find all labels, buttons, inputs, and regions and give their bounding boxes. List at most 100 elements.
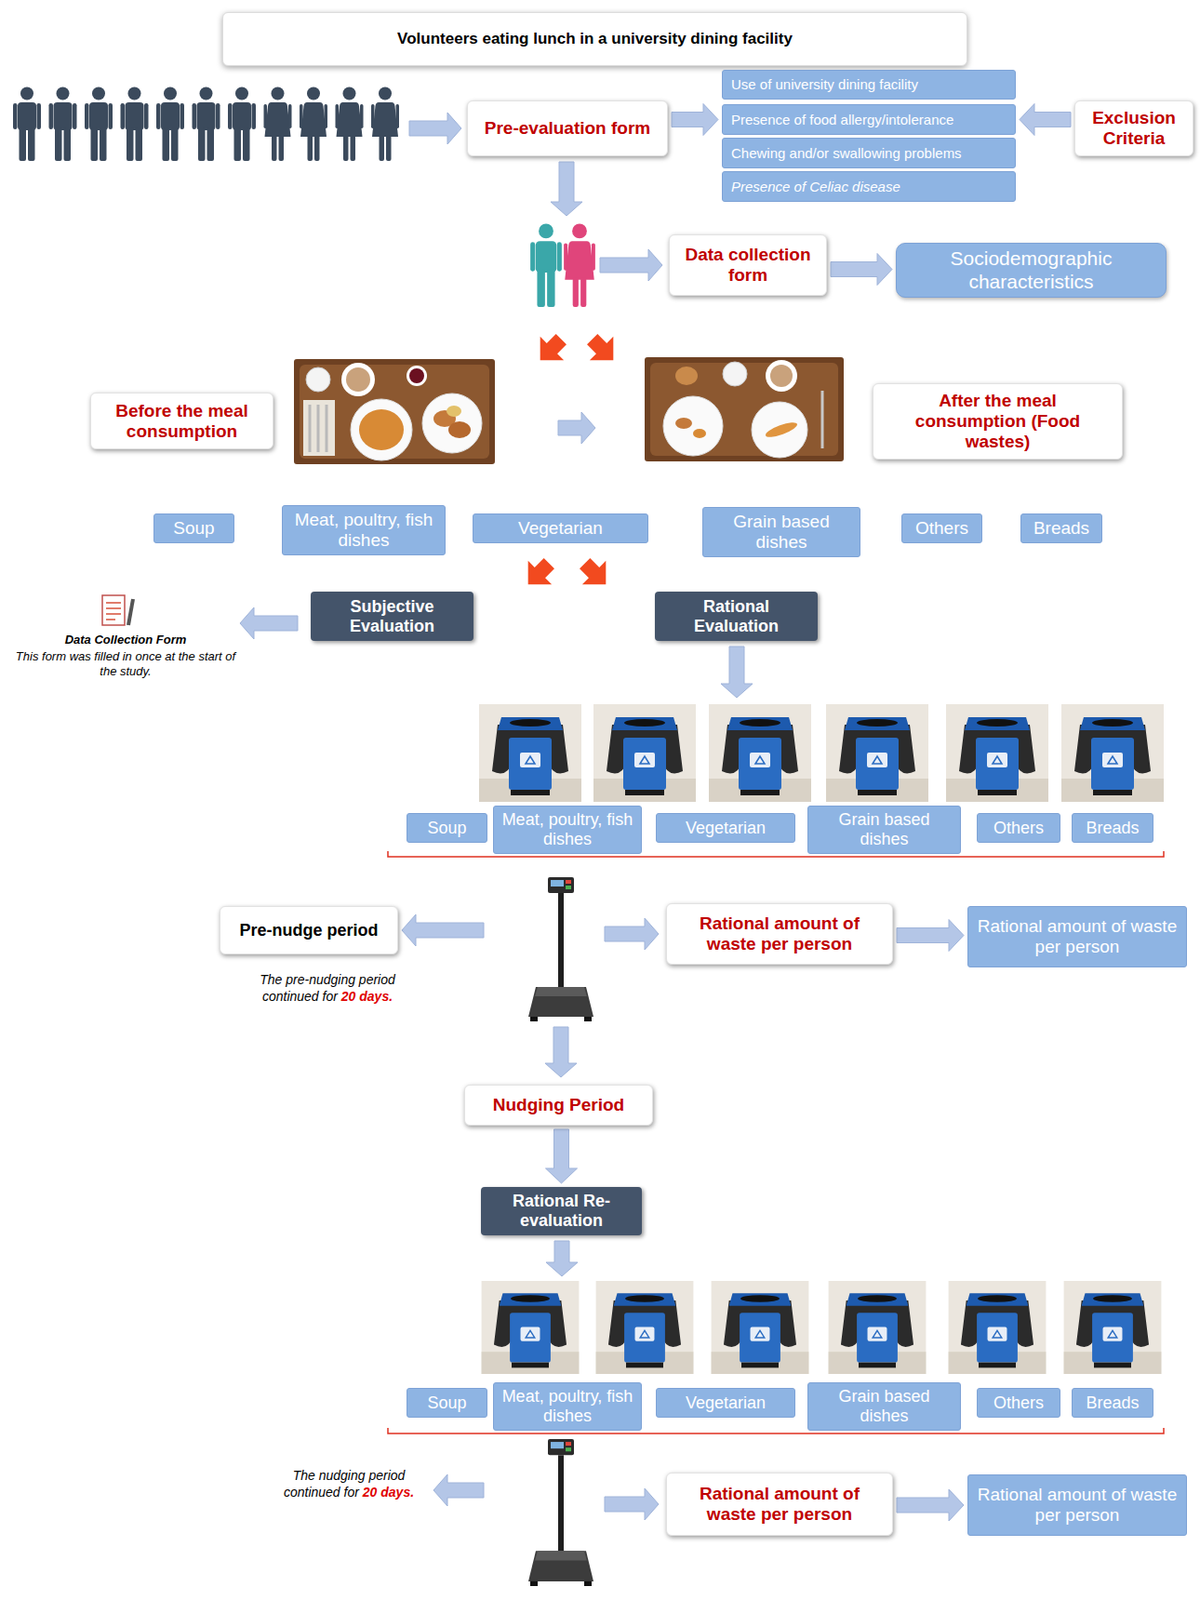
category-box: Meat, poultry, fish dishes [281,505,446,556]
block-arrow [545,1026,577,1078]
node-text: Soup [173,518,214,539]
red-arrow [516,327,626,597]
block-arrow [720,646,753,698]
block-arrow [401,914,484,947]
node-text: Vegetarian [685,818,766,839]
node-text: Grain based dishes [710,511,853,553]
node-text: Pre-nudge period [239,920,378,941]
category-box: Rational amount of waste per person [967,1474,1187,1536]
people-icons [13,87,41,162]
waste-bin [708,704,812,802]
people-icons [49,87,78,162]
note-text: The nudging period continued for20 days. [266,1467,432,1501]
tray-photo-after [675,366,698,386]
category-box: Rational amount of waste per person [967,906,1187,968]
form-box: Exclusion Criteria [1074,100,1194,157]
category-box: Others [976,1387,1061,1418]
node-text: Presence of food allergy/intolerance [731,111,954,128]
node-text: Others [915,518,969,539]
tray-photo-before [346,367,371,392]
waste-bin [596,1280,694,1374]
node-text: Breads [1033,518,1090,539]
document-icon [106,613,121,615]
people-icons [13,87,400,162]
node-text: Vegetarian [685,1393,766,1414]
tray-photo-after [650,362,839,456]
category-box: Vegetarian [472,513,649,544]
tray-photo-before [341,362,375,397]
category-box: Breads [1071,813,1154,843]
node-text: Chewing and/or swallowing problems [731,145,962,161]
criteria-box: Use of university dining facility [721,69,1016,100]
weighing-scale [528,1439,594,1587]
highlight-text: 20 days. [362,1484,414,1502]
waste-bin [481,1280,580,1374]
tray-photo-after [693,428,707,439]
criteria-box: Presence of Celiac disease [721,171,1016,202]
evaluation-box: Subjective Evaluation [310,591,474,641]
people-icons [84,87,113,162]
tray-photo-before [350,399,413,461]
tray-photo-before [446,405,462,417]
document-icon [102,595,125,626]
tray-photo-before [293,359,495,465]
form-box: Before the meal consumption [90,392,274,450]
category-box: Breads [1071,1387,1154,1418]
waste-bin [479,704,582,802]
block-arrow [558,412,596,444]
tray-photo-after [675,417,693,429]
tray-photo-after [751,401,808,458]
node-text: Rational amount of waste per person [975,1484,1179,1526]
red-arrow [580,327,626,373]
criteria-box: Presence of food allergy/intolerance [721,104,1016,135]
waste-bin [479,704,1164,1374]
title-text: Volunteers eating lunch in a university … [397,29,793,49]
node-text: Exclusion Criteria [1082,107,1186,149]
tray-photo-before [406,365,427,387]
people-icons [227,87,256,162]
node-text: Others [993,1393,1044,1414]
category-box: Grain based dishes [702,506,861,558]
tray-photo-before [306,367,331,392]
waste-bin [826,704,929,802]
red-arrow [516,551,561,597]
node-text: Meat, poultry, fish dishes [501,1386,634,1426]
form-box: Rational amount of waste per person [666,903,894,965]
people-icons [120,87,149,162]
people-icons [299,87,328,162]
block-arrow [409,112,462,145]
category-box: Breads [1020,513,1103,544]
tray-photo-before [293,359,495,465]
info-box: Sociodemographic characteristics [895,242,1167,298]
tray-photo-before [359,409,404,451]
tray-photo-before [303,400,335,456]
note-text: This form was filled in once at the star… [15,649,236,679]
connector-arrow [896,1489,964,1521]
block-arrow [546,1240,578,1277]
red-arrow [580,327,626,373]
tray-photo-before [325,404,329,453]
tray-photo-after [722,361,747,387]
node-text: Rational amount of waste per person [674,913,885,955]
node-text: Sociodemographic characteristics [904,247,1159,293]
people-icons [371,87,400,162]
category-box: Soup [153,513,235,544]
title-box: Volunteers eating lunch in a university … [222,12,968,67]
category-box: Meat, poultry, fish dishes [493,805,642,854]
block-arrow [550,161,583,216]
block-arrow [604,1488,659,1520]
node-text: Pre-evaluation form [484,118,651,139]
block-arrow [600,249,663,281]
category-box: Others [976,813,1061,843]
tray-photo-after [770,364,793,387]
red-arrow [573,551,618,597]
category-box: Meat, poultry, fish dishes [493,1382,642,1431]
node-text: Breads [1085,818,1139,839]
highlight-text: 20 days. [341,988,393,1006]
criteria-box: Chewing and/or swallowing problems [721,137,1016,169]
node-text: Breads [1085,1393,1139,1414]
node-text: Meat, poultry, fish dishes [290,509,438,551]
node-text: Before the meal consumption [98,400,266,442]
